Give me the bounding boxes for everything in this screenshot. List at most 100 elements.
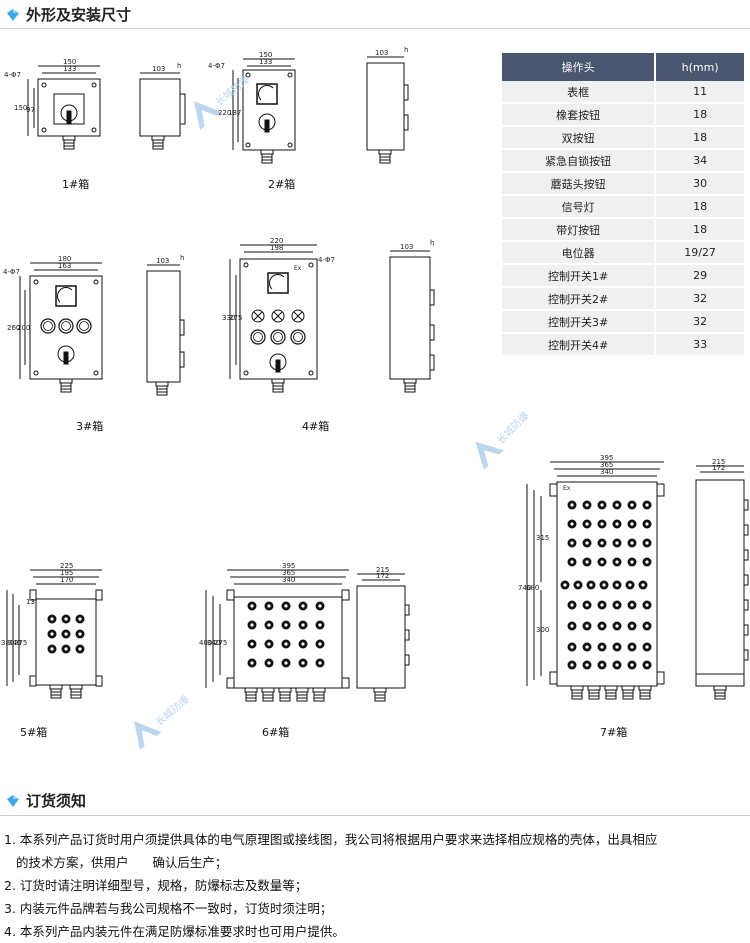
caption-box7: 7#箱 bbox=[600, 725, 627, 739]
note-3: 3. 内装元件品牌若与我公司规格不一致时，订货时须注明； bbox=[4, 901, 333, 916]
table-cell: 11 bbox=[655, 81, 744, 104]
table-header-operator: 操作头 bbox=[502, 53, 657, 81]
box6-front bbox=[205, 569, 350, 702]
caption-box4: 4#箱 bbox=[302, 419, 329, 433]
note-1-line-2: 的技术方案，供用户 确认后生产； bbox=[16, 855, 228, 870]
caption-box2: 2#箱 bbox=[268, 177, 295, 191]
table-cell: 18 bbox=[655, 218, 744, 242]
svg-text:180: 180 bbox=[58, 255, 71, 263]
section-title-dimensions: 外形及安装尺寸 bbox=[6, 4, 131, 25]
svg-text:4-Φ7: 4-Φ7 bbox=[4, 71, 21, 79]
box3-side bbox=[146, 264, 185, 396]
box2-side bbox=[366, 56, 409, 164]
ordering-notes: 1. 本系列产品订货时用户须提供具体的电气原理图或接线图，我公司将根据用户要求来… bbox=[4, 828, 746, 943]
svg-text:150: 150 bbox=[259, 51, 272, 59]
svg-text:220: 220 bbox=[218, 109, 231, 117]
table-cell: 控制开关4# bbox=[502, 333, 657, 357]
svg-text:400: 400 bbox=[199, 639, 212, 647]
svg-text:133: 133 bbox=[259, 58, 272, 66]
box4-front bbox=[229, 244, 318, 393]
svg-text:220: 220 bbox=[270, 237, 283, 245]
box7-front bbox=[526, 461, 665, 700]
svg-text:365: 365 bbox=[600, 461, 613, 469]
svg-text:680: 680 bbox=[526, 584, 539, 592]
svg-text:h: h bbox=[404, 46, 408, 54]
svg-text:200: 200 bbox=[17, 324, 30, 332]
svg-text:195: 195 bbox=[60, 569, 73, 577]
svg-text:Ex: Ex bbox=[563, 485, 571, 492]
section-divider bbox=[0, 28, 750, 29]
svg-text:395: 395 bbox=[282, 562, 295, 570]
diamond-icon bbox=[7, 8, 19, 21]
svg-text:150: 150 bbox=[63, 58, 76, 66]
table-cell: 双按钮 bbox=[502, 126, 657, 150]
table-cell: 带灯按钮 bbox=[502, 218, 657, 242]
box3-front bbox=[19, 262, 103, 393]
box6-side bbox=[356, 573, 410, 702]
svg-text:275: 275 bbox=[214, 639, 227, 647]
section-title-text: 订货须知 bbox=[26, 792, 87, 810]
svg-text:740: 740 bbox=[518, 584, 531, 592]
svg-text:300: 300 bbox=[536, 626, 549, 634]
svg-text:395: 395 bbox=[600, 454, 613, 462]
table-cell: 橡套按钮 bbox=[502, 103, 657, 127]
svg-text:133: 133 bbox=[63, 65, 76, 73]
svg-text:172: 172 bbox=[712, 464, 725, 472]
svg-text:103: 103 bbox=[375, 49, 388, 57]
svg-text:长城防爆: 长城防爆 bbox=[494, 409, 531, 446]
svg-text:260: 260 bbox=[7, 324, 20, 332]
section-title-ordering: 订货须知 bbox=[6, 790, 86, 811]
box4-side bbox=[389, 250, 435, 393]
table-cell: 19/27 bbox=[655, 241, 744, 265]
table-cell: 34 bbox=[655, 149, 744, 173]
svg-text:315: 315 bbox=[536, 534, 549, 542]
dimension-labels: 150 133 4-Φ7 150 97 103 h 150 133 4-Φ7 2… bbox=[1, 46, 725, 647]
box5-button-grid bbox=[47, 614, 85, 654]
svg-text:13: 13 bbox=[26, 598, 35, 606]
svg-text:187: 187 bbox=[228, 109, 241, 117]
svg-text:150: 150 bbox=[14, 104, 27, 112]
watermark-logo-2: 长城防爆 bbox=[465, 409, 531, 470]
table-cell: 18 bbox=[655, 126, 744, 150]
table-cell: 18 bbox=[655, 103, 744, 127]
box1-front bbox=[27, 65, 101, 150]
table-cell: 29 bbox=[655, 264, 744, 288]
note-1-line-1: 1. 本系列产品订货时用户须提供具体的电气原理图或接线图，我公司将根据用户要求来… bbox=[4, 832, 658, 847]
box1-side bbox=[139, 72, 186, 150]
svg-text:340: 340 bbox=[282, 576, 295, 584]
caption-box6: 6#箱 bbox=[262, 725, 289, 739]
table-cell: 电位器 bbox=[502, 241, 657, 265]
svg-text:4-Φ7: 4-Φ7 bbox=[3, 268, 20, 276]
svg-text:380: 380 bbox=[1, 639, 14, 647]
svg-text:275: 275 bbox=[14, 639, 27, 647]
table-row: 控制开关2#32 bbox=[502, 287, 744, 311]
table-cell: 控制开关3# bbox=[502, 310, 657, 334]
box2-front bbox=[232, 58, 296, 164]
svg-text:h: h bbox=[430, 239, 434, 247]
table-cell: 控制开关1# bbox=[502, 264, 657, 288]
table-cell: 表框 bbox=[502, 81, 657, 104]
svg-text:215: 215 bbox=[376, 566, 389, 574]
section-divider bbox=[0, 815, 750, 816]
table-cell: 紧急自锁按钮 bbox=[502, 149, 657, 173]
watermark-logo-3: 长城防爆 bbox=[123, 693, 192, 750]
note-2: 2. 订货时请注明详细型号，规格，防爆标志及数量等； bbox=[4, 878, 308, 893]
svg-text:340: 340 bbox=[207, 639, 220, 647]
table-cell: 蘑菇头按钮 bbox=[502, 172, 657, 196]
svg-text:103: 103 bbox=[400, 243, 413, 251]
svg-text:330: 330 bbox=[222, 314, 235, 322]
svg-text:4-Φ7: 4-Φ7 bbox=[208, 62, 225, 70]
table-row: 控制开关3#32 bbox=[502, 310, 744, 334]
table-cell: 32 bbox=[655, 287, 744, 311]
table-header-row: 操作头 h(mm) bbox=[502, 53, 744, 81]
svg-text:长城防爆: 长城防爆 bbox=[153, 693, 192, 729]
